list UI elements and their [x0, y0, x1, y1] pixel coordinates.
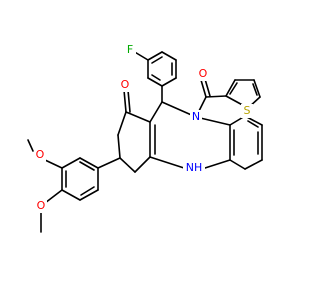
thiophene-carbonyl: [195, 78, 261, 118]
amide-oxygen-label: O: [199, 67, 208, 80]
atom-labels: F O O N S NH O O: [34, 43, 253, 213]
methoxy-oxygen-lower-label: O: [37, 199, 46, 212]
ketone-oxygen-label: O: [121, 78, 130, 91]
amine-nh-label: NH: [186, 161, 203, 174]
fluorine-label: F: [127, 43, 133, 56]
fluorophenyl-ring: [132, 50, 177, 103]
methoxy-oxygen-upper-label: O: [36, 148, 45, 161]
structure-drawing: F O O N S NH O O: [27, 43, 263, 233]
molecule-canvas: F O O N S NH O O: [27, 43, 263, 233]
cyclohexenone-ring: [117, 89, 151, 173]
amide-nitrogen-label: N: [192, 110, 200, 123]
thiophene-sulfur-label: S: [244, 104, 251, 117]
dimethoxyphenyl-ring: [27, 139, 121, 233]
benzo-ring: [229, 115, 263, 170]
